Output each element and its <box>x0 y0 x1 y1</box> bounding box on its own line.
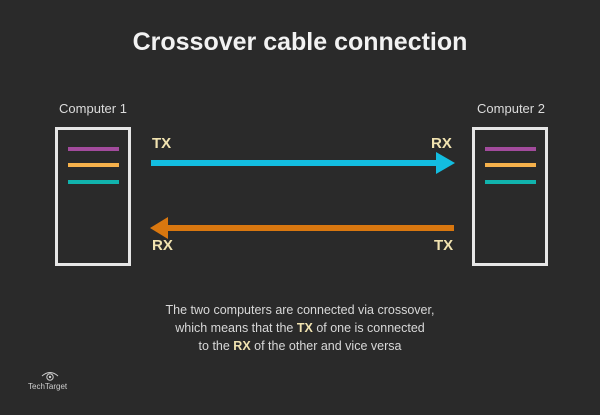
techtarget-logo: TechTarget <box>28 372 68 391</box>
caption-line-2: which means that the TX of one is connec… <box>0 319 600 337</box>
computer-1-box <box>55 127 131 266</box>
caption-tx: TX <box>296 321 313 335</box>
port-line-teal <box>68 180 119 184</box>
caption-text: to the <box>198 339 234 353</box>
rx-from-tx-arrow <box>150 217 454 239</box>
caption-line-3: to the RX of the other and vice versa <box>0 337 600 355</box>
computer-2-box <box>472 127 548 266</box>
computer-1-label: Computer 1 <box>59 101 127 116</box>
caption-text: of one is connected <box>312 321 425 335</box>
computer-2-rx-label: RX <box>431 135 452 152</box>
tx-to-rx-arrow <box>151 152 455 174</box>
caption-text: of the other and vice versa <box>250 339 402 353</box>
logo-text: TechTarget <box>28 382 68 391</box>
port-line-yellow <box>485 163 536 167</box>
port-line-teal <box>485 180 536 184</box>
computer-1-tx-label: TX <box>152 135 172 152</box>
computer-1-rx-label: RX <box>152 237 173 254</box>
eye-icon <box>41 372 59 381</box>
caption-line-1: The two computers are connected via cros… <box>165 303 435 317</box>
computer-2-tx-label: TX <box>434 237 454 254</box>
caption-text: which means that the <box>175 321 297 335</box>
port-line-purple <box>485 147 536 151</box>
port-line-purple <box>68 147 119 151</box>
diagram-title: Crossover cable connection <box>132 28 468 56</box>
caption: The two computers are connected via cros… <box>0 301 600 355</box>
computer-2-label: Computer 2 <box>477 101 545 116</box>
port-line-yellow <box>68 163 119 167</box>
caption-rx: RX <box>233 339 251 353</box>
